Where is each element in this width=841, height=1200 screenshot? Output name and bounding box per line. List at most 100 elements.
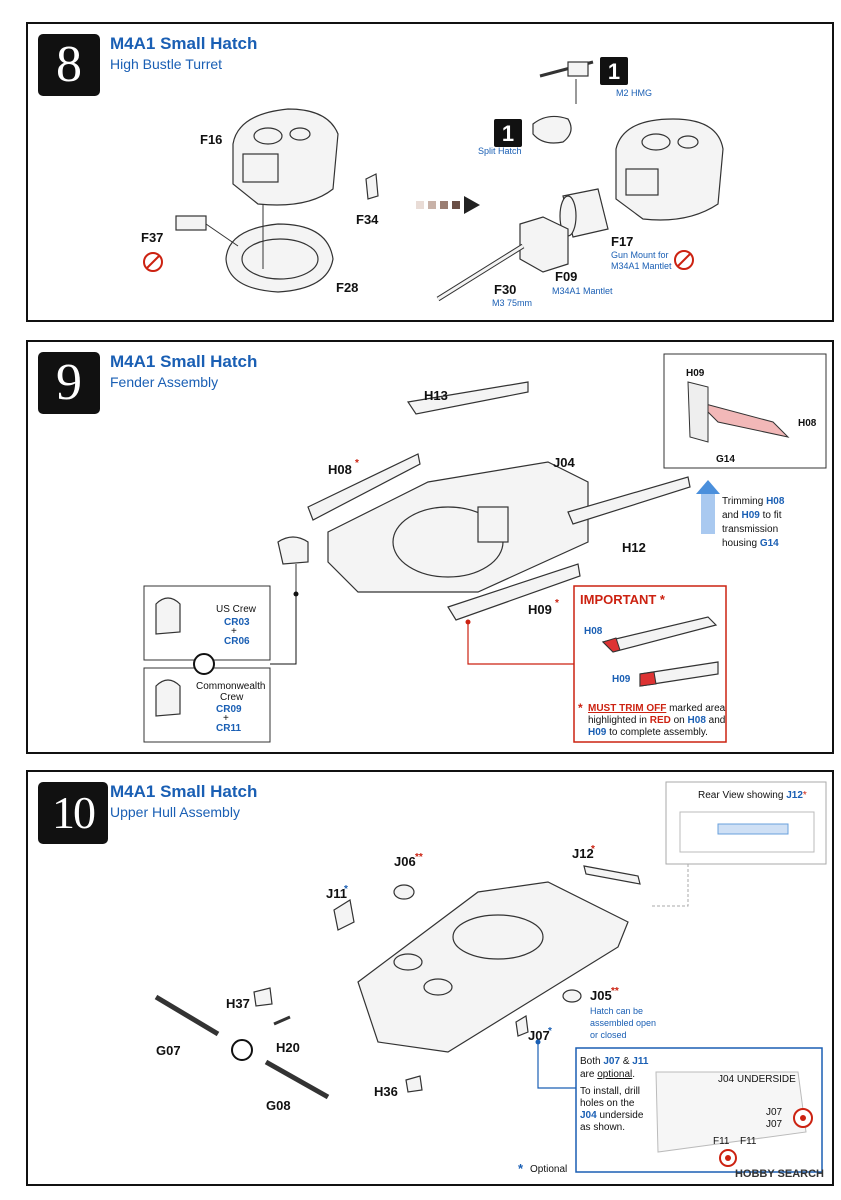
- important-label-h08: H08: [584, 626, 603, 637]
- part-label-f30: F30: [494, 282, 516, 297]
- crew-part-cr11: CR11: [216, 723, 241, 734]
- part-label-h36: H36: [374, 1084, 398, 1099]
- asterisk: *: [344, 884, 348, 895]
- us-crew-label: US Crew: [216, 604, 257, 615]
- step-subtitle: Upper Hull Assembly: [110, 804, 240, 820]
- drill-label-f11: F11: [740, 1136, 757, 1147]
- step-subtitle: High Bustle Turret: [110, 56, 223, 72]
- track-g08-drawing: [264, 1059, 330, 1100]
- mantlet-f09-drawing: [519, 216, 569, 273]
- trim-note-line-4: housing G14: [722, 538, 779, 549]
- lower-hull-drawing: [327, 461, 589, 593]
- part-f37-drawing: [175, 215, 239, 247]
- next-step-arrow-icon: [416, 196, 480, 214]
- crew-part-cr06: CR06: [224, 636, 250, 647]
- m2-hmg-drawing: [539, 60, 594, 104]
- step-10-panel: 10 M4A1 Small Hatch Upper Hull Assembly …: [26, 770, 834, 1186]
- part-h36-drawing: [405, 1075, 423, 1093]
- drill-icon: [793, 1108, 813, 1128]
- plus-sign: +: [223, 713, 229, 724]
- drill-label-j07: J07: [766, 1107, 783, 1118]
- f09-note: M34A1 Mantlet: [552, 286, 613, 296]
- watermark: HOBBY SEARCH: [734, 1168, 824, 1180]
- drill-label-j07: J07: [766, 1119, 783, 1130]
- step-badge: [600, 57, 628, 85]
- part-h37-drawing: [253, 987, 273, 1007]
- legend-text: Optional: [530, 1164, 567, 1175]
- commonwealth-crew-line-1: Commonwealth: [196, 681, 265, 692]
- optional-line-1: Both J07 & J11: [580, 1056, 649, 1067]
- no-glue-icon: [674, 250, 694, 270]
- drill-label-f11: F11: [713, 1136, 730, 1147]
- hatch-note-line-2: assembled open: [590, 1018, 656, 1028]
- hatch-note-line-1: Hatch can be: [590, 1006, 643, 1016]
- part-label-f34: F34: [356, 212, 379, 227]
- double-asterisk: **: [415, 852, 423, 863]
- double-asterisk: **: [611, 986, 619, 997]
- part-label-j05: J05: [590, 988, 612, 1003]
- optional-line-5: J04 underside: [580, 1110, 644, 1121]
- asterisk: *: [591, 844, 595, 855]
- trim-note-line-2: and H09 to fit: [722, 510, 782, 521]
- optional-line-2: are optional.: [580, 1069, 635, 1080]
- part-label-j04: J04: [553, 455, 575, 470]
- part-j11-drawing: [333, 899, 355, 931]
- asterisk: *: [555, 598, 559, 609]
- important-title: IMPORTANT *: [580, 592, 666, 607]
- f17-note-line-2: M34A1 Mantlet: [611, 261, 672, 271]
- commonwealth-crew-line-2: Crew: [220, 692, 244, 703]
- m2-hmg-note: M2 HMG: [616, 88, 652, 98]
- asterisk: *: [548, 1026, 552, 1037]
- part-label-j12: J12: [572, 846, 594, 861]
- part-j06-drawing: [393, 884, 415, 900]
- no-glue-icon: [143, 252, 163, 272]
- step-number: 9: [38, 352, 100, 414]
- step-title: M4A1 Small Hatch: [110, 34, 258, 53]
- step-number: 8: [38, 34, 100, 96]
- important-box: IMPORTANT * H08 H09 * MUST TRIM OFF mark…: [573, 585, 727, 743]
- rear-view-label: Rear View showing J12*: [698, 790, 807, 801]
- part-label-f37: F37: [141, 230, 163, 245]
- crew-part-cr03: CR03: [224, 617, 250, 628]
- part-label-h20: H20: [276, 1040, 300, 1055]
- crew-figure-drawing: [277, 536, 309, 565]
- trim-note-line-3: transmission: [722, 524, 778, 535]
- part-j05-drawing: [562, 989, 582, 1003]
- split-hatch-drawing: [532, 115, 572, 144]
- step-number: 10: [38, 782, 108, 844]
- step-8-panel: 8 M4A1 Small Hatch High Bustle Turret: [26, 22, 834, 322]
- assembled-turret-drawing: [615, 118, 724, 221]
- part-label-f17: F17: [611, 234, 633, 249]
- part-label-f28: F28: [336, 280, 358, 295]
- optional-line-4: holes on the: [580, 1098, 635, 1109]
- part-f34-drawing: [365, 173, 379, 200]
- part-label-h13: H13: [424, 388, 448, 403]
- fender-h08-drawing: [307, 453, 421, 521]
- part-label-h09: H09: [528, 602, 552, 617]
- split-hatch-note: Split Hatch: [478, 146, 522, 156]
- part-label-h37: H37: [226, 996, 250, 1011]
- step-title: M4A1 Small Hatch: [110, 352, 258, 371]
- track-g07-drawing: [154, 994, 220, 1037]
- part-label-f09: F09: [555, 269, 577, 284]
- part-h20-drawing: [273, 1015, 291, 1026]
- important-line-2: highlighted in RED on H08 and: [588, 715, 725, 726]
- asterisk: *: [355, 458, 359, 469]
- part-label-j06: J06: [394, 854, 416, 869]
- optional-line-6: as shown.: [580, 1122, 625, 1133]
- part-label-g08: G08: [266, 1098, 291, 1113]
- important-line-1: MUST TRIM OFF marked area: [588, 703, 726, 714]
- trim-note-line-1: Trimming H08: [722, 496, 785, 507]
- step-badge: [494, 119, 522, 147]
- inset-label-h08: H08: [798, 418, 817, 429]
- either-or-icon: [193, 653, 215, 675]
- step-subtitle: Fender Assembly: [110, 374, 219, 390]
- hatch-note-line-3: or closed: [590, 1030, 627, 1040]
- fender-h12-drawing: [567, 476, 691, 525]
- drill-icon: [719, 1149, 737, 1167]
- part-label-j11: J11: [326, 886, 347, 901]
- important-label-h09: H09: [612, 674, 631, 685]
- gun-mount-f17-drawing: [559, 188, 609, 238]
- important-line-3: H09 to complete assembly.: [588, 727, 708, 738]
- arrow-up-icon: [696, 480, 720, 494]
